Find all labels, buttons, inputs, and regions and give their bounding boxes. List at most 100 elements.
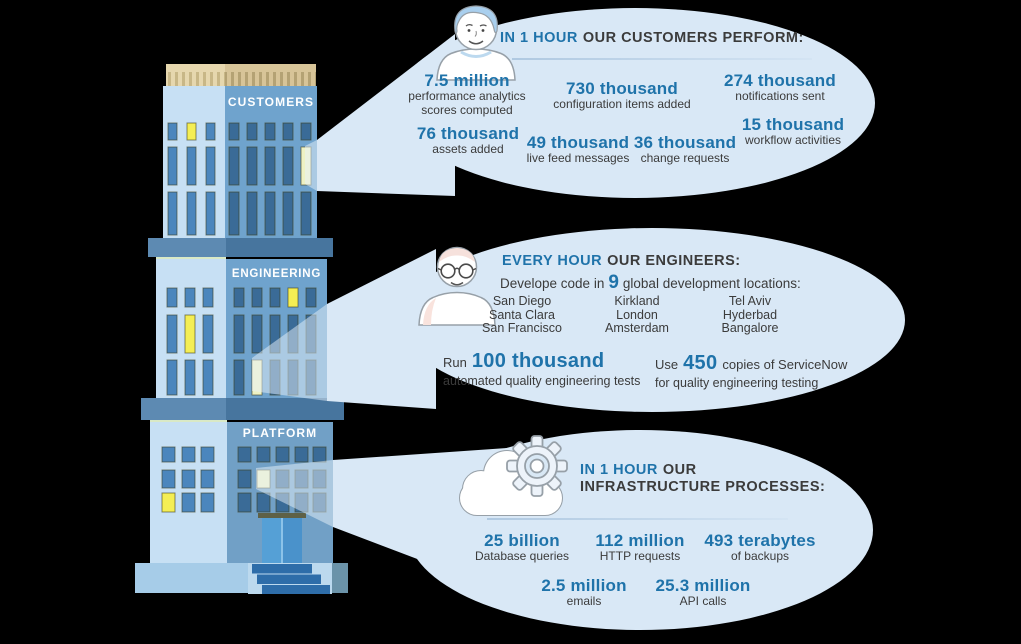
stat-prefix: Use [655,357,679,372]
stat-value: 7.5 million [424,71,510,90]
window [186,146,197,186]
city: Hyderbad [722,307,778,322]
stat-label: HTTP requests [599,549,681,563]
window [186,122,197,141]
city: London [616,307,658,322]
city: Kirkland [614,294,660,308]
stat-value: 49 thousand [526,133,630,152]
city: San Diego [492,294,552,308]
window [246,122,258,141]
city: San Francisco [482,321,562,335]
stat-assets-added: 76 thousand assets added [403,124,533,157]
window [256,492,271,513]
beam-engineering-over-building [252,304,327,401]
stat-performance-analytics: 7.5 million performance analytics scores… [397,71,537,117]
window [184,359,196,396]
callout-bubbles [395,8,905,630]
building-label-customers: CUSTOMERS [227,95,315,109]
window [202,287,214,308]
window [161,446,176,463]
window [287,287,299,308]
window [233,314,245,354]
customers-divider [512,58,812,60]
cloud-gear-icon [459,435,568,516]
stat-value: 730 thousand [566,79,678,98]
building-door [258,513,306,565]
window [264,191,276,236]
stat-label: notifications sent [735,89,825,103]
window [233,287,245,308]
stat-servicenow-copies: Use 450 copies of ServiceNow for quality e… [655,352,847,390]
stat-label: for quality engineering testing [655,376,819,390]
window [237,446,252,463]
stat-label: change requests [640,151,730,165]
stat-value: 493 terabytes [704,531,816,550]
customers-header-rest: OUR CUSTOMERS PERFORM: [582,30,804,46]
window [181,469,196,489]
window [305,287,317,308]
window [237,492,252,513]
customers-header-highlight: IN 1 HOUR [500,30,578,46]
window [205,122,216,141]
customer-person-icon [436,5,516,81]
beam-platform-over-building [256,460,333,527]
stat-label: assets added [432,142,504,156]
stat-database-queries: 25 billion Database queries [452,531,592,564]
engineers-header-rest: OUR ENGINEERS: [607,253,741,269]
gear-icon [506,435,568,497]
city-column-2: Kirkland London Amsterdam [577,294,697,336]
stat-label: configuration items added [553,97,691,111]
window [233,359,245,396]
window [256,446,271,463]
beam-engineering [327,249,436,409]
stat-value: 2.5 million [541,576,627,595]
bubble-customers [395,8,875,198]
building-base [135,563,348,594]
stat-value: 25 billion [484,531,560,550]
stat-label: performance analytics scores computed [408,89,526,117]
infrastructure-header-line2: INFRASTRUCTURE PROCESSES: [580,478,826,495]
city: Amsterdam [605,321,669,335]
building-roof [166,64,316,86]
infrastructure-divider [487,518,788,520]
stat-emails: 2.5 million emails [514,576,654,609]
city-column-1: San Diego Santa Clara San Francisco [462,294,582,336]
stat-suffix: copies of ServiceNow [722,357,848,372]
stat-live-feed-messages: 49 thousand live feed messages [508,133,648,166]
city-column-3: Tel Aviv Hyderbad Bangalore [690,294,810,336]
window [246,191,258,236]
beam-customers-over-building [305,140,317,191]
window [282,191,294,236]
window [251,287,263,308]
stat-configuration-items: 730 thousand configuration items added [547,79,697,112]
window [246,146,258,186]
stat-label: emails [566,594,602,608]
window [237,469,252,489]
window [264,122,276,141]
intro-suffix: global development locations: [622,276,801,291]
stat-value: 450 [683,352,718,374]
window [200,492,215,513]
stat-value: 15 thousand [741,115,845,134]
stat-backups: 493 terabytes of backups [685,531,835,564]
window [167,122,178,141]
window [161,492,176,513]
stat-value: 274 thousand [724,71,836,90]
window [181,492,196,513]
engineers-header-highlight: EVERY HOUR [502,253,603,269]
window [228,122,240,141]
building-label-engineering: ENGINEERING [231,268,322,280]
window [228,146,240,186]
stat-api-calls: 25.3 million API calls [633,576,773,609]
window [228,191,240,236]
stat-label: automated quality engineering tests [443,374,641,388]
window [161,469,176,489]
stat-workflow-activities: 15 thousand workflow activities [718,115,868,148]
stat-label: of backups [730,549,790,563]
stat-prefix: Run [443,355,467,370]
